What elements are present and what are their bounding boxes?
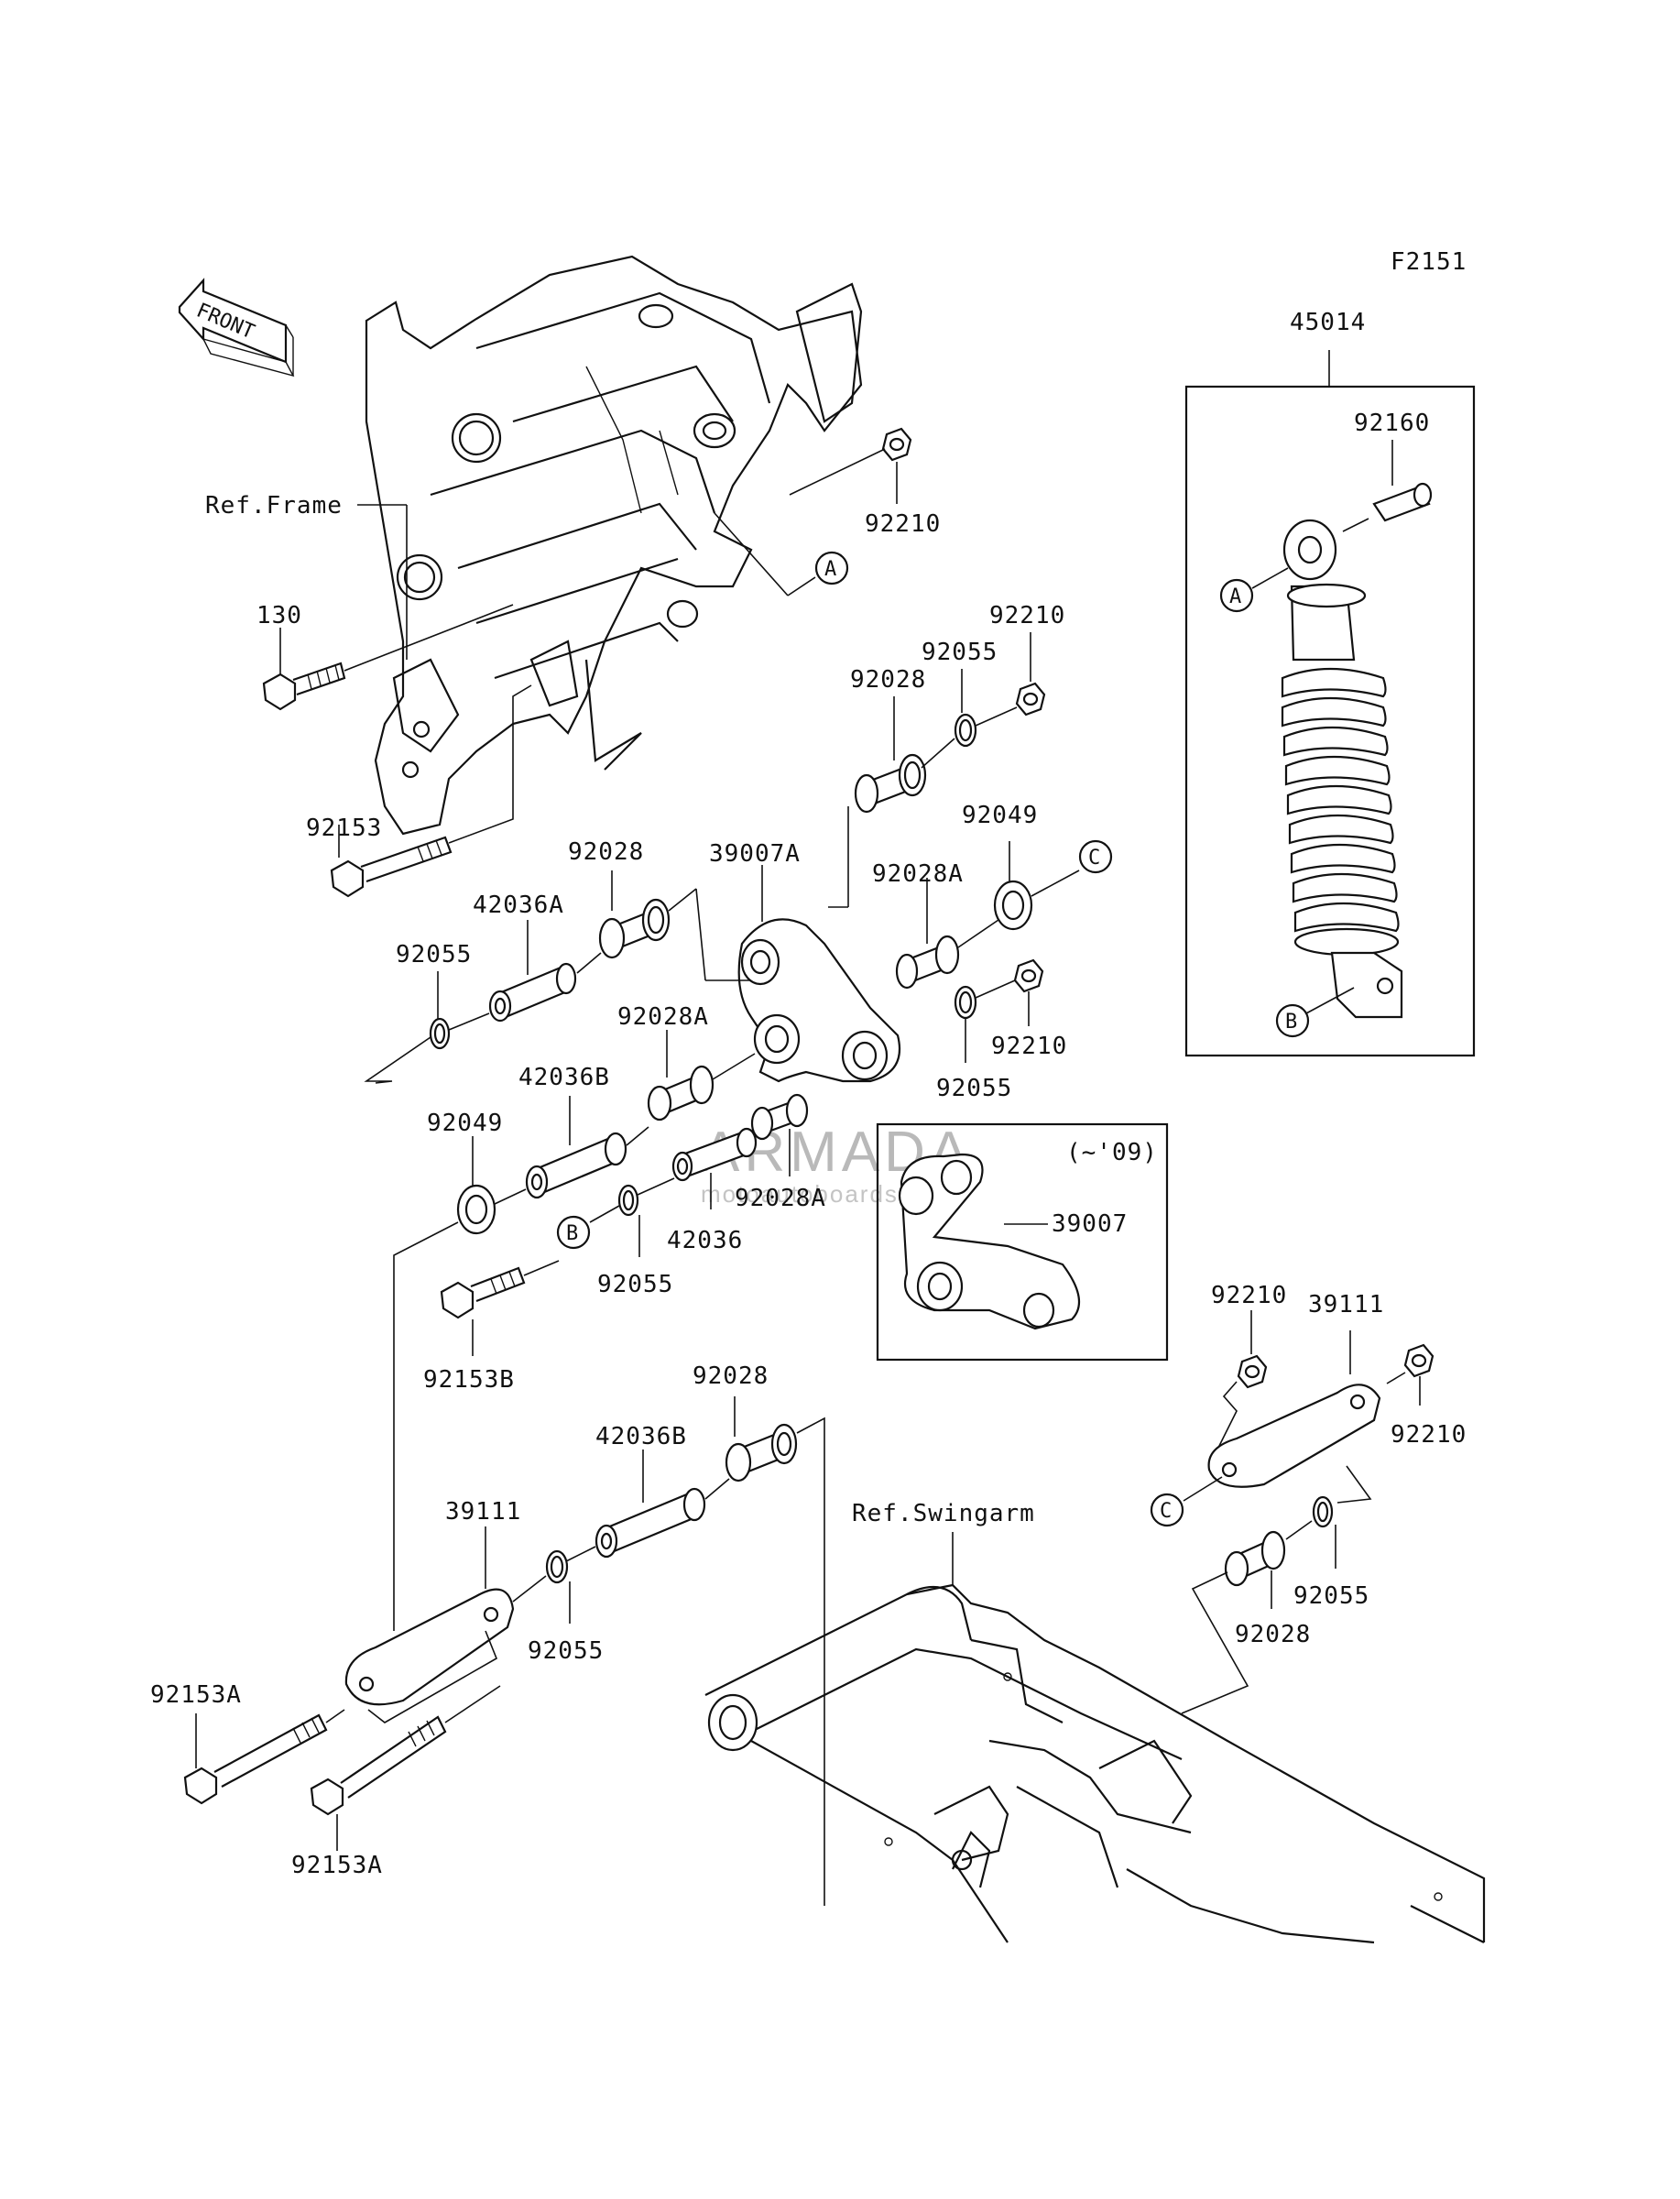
part-39111-a: 39111: [1308, 1291, 1384, 1318]
collar-92028-b: [598, 898, 671, 959]
part-42036B-b: 42036B: [595, 1423, 687, 1450]
part-92153A-a: 92153A: [150, 1681, 242, 1709]
callout-a-shock: A: [1229, 585, 1241, 608]
part-92028A-b: 92028A: [617, 1003, 709, 1031]
bolt-92153: [330, 836, 453, 898]
callout-b-link: B: [566, 1222, 578, 1245]
washer-92055-d: [617, 1184, 639, 1217]
callout-c-upper: C: [1088, 847, 1100, 870]
ref-frame-label: Ref.Frame: [205, 492, 343, 520]
part-92210-d: 92210: [1211, 1282, 1287, 1309]
sleeve-42036A: [488, 962, 577, 1023]
collar-92028A-b: [647, 1065, 715, 1121]
front-arrow-icon: FRONT: [178, 278, 295, 377]
figure-code: F2151: [1391, 248, 1467, 276]
part-92028-a: 92028: [850, 666, 926, 694]
sleeve-42036: [671, 1127, 758, 1182]
nut-92210-e: [1403, 1343, 1435, 1378]
bolt-92153A-a: [183, 1713, 328, 1805]
bolt-92153A-b: [310, 1715, 447, 1816]
collar-92028-a: [854, 753, 927, 814]
part-92049-a: 92049: [962, 802, 1038, 829]
part-92055-a: 92055: [922, 639, 998, 666]
washer-92055-c: [429, 1017, 451, 1050]
collar-92160: [1372, 482, 1433, 522]
part-92160: 92160: [1354, 410, 1430, 437]
part-92028-b: 92028: [568, 838, 644, 866]
washer-92049-b: [456, 1184, 496, 1235]
nut-92210-b: [1015, 682, 1046, 717]
variant-note: (~'09): [1066, 1139, 1158, 1166]
washer-92055-f: [1312, 1495, 1334, 1528]
part-92153: 92153: [306, 815, 382, 842]
nut-92210-d: [1237, 1354, 1268, 1389]
part-92210-c: 92210: [991, 1033, 1067, 1060]
rocker-arm-39007: [898, 1153, 1081, 1330]
part-92210-b: 92210: [989, 602, 1065, 629]
bolt-130: [262, 662, 346, 711]
nut-92210-top: [881, 427, 912, 462]
callout-b-shock: B: [1285, 1011, 1297, 1034]
part-92055-d: 92055: [597, 1271, 673, 1298]
tie-rod-39111-right: [1207, 1384, 1381, 1488]
washer-92055-e: [545, 1549, 569, 1584]
rocker-arm-39007A: [737, 918, 901, 1083]
part-92028-c: 92028: [693, 1362, 769, 1390]
collar-92028A-a: [895, 935, 960, 990]
part-42036: 42036: [667, 1227, 743, 1254]
part-130: 130: [256, 602, 302, 629]
collar-92028-c: [725, 1423, 798, 1482]
part-92055-e: 92055: [528, 1637, 604, 1665]
part-92028A-c: 92028A: [735, 1185, 826, 1212]
part-39007: 39007: [1052, 1210, 1128, 1238]
part-92055-b: 92055: [936, 1075, 1012, 1102]
shock-absorber-box: [1184, 385, 1476, 1057]
watermark-sub: motoautoboards: [701, 1180, 899, 1208]
shock-absorber: [1281, 519, 1403, 1019]
collar-92028-d: [1224, 1530, 1286, 1587]
tie-rod-39111-left: [344, 1588, 515, 1706]
part-92153A-b: 92153A: [291, 1852, 383, 1879]
part-42036B-a: 42036B: [518, 1064, 610, 1091]
part-92055-c: 92055: [396, 941, 472, 968]
part-92210-top: 92210: [865, 510, 941, 538]
part-39111-b: 39111: [445, 1498, 521, 1526]
part-39007A: 39007A: [709, 840, 801, 868]
part-92055-f: 92055: [1293, 1582, 1369, 1610]
ref-swingarm-label: Ref.Swingarm: [852, 1500, 1035, 1527]
frame-drawing: [365, 255, 863, 836]
nut-92210-c: [1013, 958, 1044, 993]
sleeve-42036B-a: [525, 1132, 627, 1199]
callout-c-lower: C: [1160, 1500, 1172, 1523]
washer-92049-a: [993, 880, 1033, 931]
collar-92028A-c: [750, 1093, 809, 1141]
part-92028-d: 92028: [1235, 1621, 1311, 1648]
callout-a-frame: A: [824, 558, 836, 581]
part-42036A: 42036A: [473, 892, 564, 919]
variant-box: [876, 1122, 1169, 1362]
part-92153B: 92153B: [423, 1366, 515, 1394]
part-92028A-a: 92028A: [872, 860, 964, 888]
sleeve-42036B-b: [595, 1487, 706, 1559]
part-45014: 45014: [1290, 309, 1366, 336]
part-92210-e: 92210: [1391, 1421, 1467, 1449]
bolt-92153B: [440, 1266, 526, 1319]
washer-92055-a: [954, 713, 977, 748]
swingarm-drawing: [704, 1583, 1486, 1944]
part-92049-b: 92049: [427, 1110, 503, 1137]
